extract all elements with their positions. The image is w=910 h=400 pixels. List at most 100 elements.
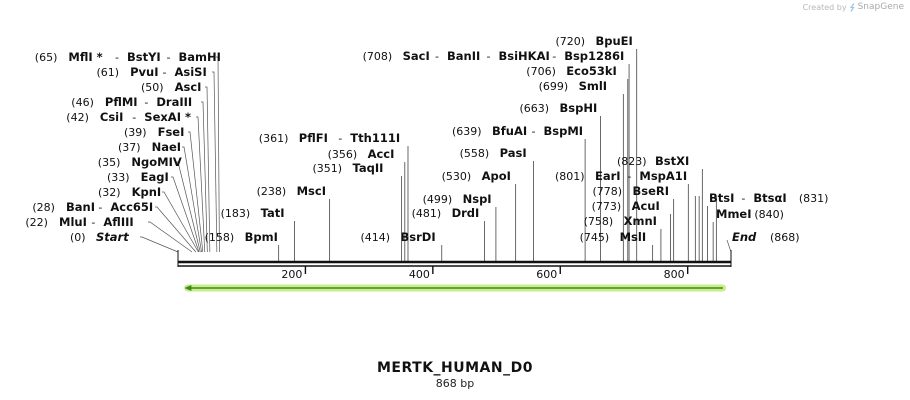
enzyme-name: AflIII	[103, 215, 133, 229]
enzyme-name: NaeI	[152, 140, 181, 154]
feature-arrow	[184, 284, 726, 292]
enzyme-name: BfuAI	[492, 124, 527, 138]
sequence-length: 868 bp	[435, 377, 475, 390]
enzyme-label-post-2: MmeI(840)	[716, 207, 784, 221]
enzyme-name: BstXI	[655, 154, 689, 168]
start-position: (0)	[70, 231, 86, 244]
snapgene-logo-icon	[849, 2, 855, 12]
enzyme-label-post-1: BtsI-BtsαI(831)	[709, 191, 828, 205]
enzyme-position: (50)	[141, 81, 164, 94]
enzyme-separator: -	[98, 201, 102, 214]
credit-prefix: Created by	[802, 2, 847, 12]
site-leader	[155, 206, 197, 253]
end-position: (868)	[770, 231, 800, 244]
enzyme-name: AccI	[368, 147, 395, 161]
enzyme-name: PasI	[500, 146, 527, 160]
enzyme-name: EarI	[595, 169, 621, 183]
axis-tick-label: 400	[409, 268, 430, 281]
enzyme-separator: -	[552, 50, 556, 63]
enzyme-name: PflFI	[299, 131, 328, 145]
enzyme-position: (356)	[328, 148, 358, 161]
site-leader	[188, 131, 204, 253]
site-leader	[196, 116, 206, 253]
enzyme-separator: -	[487, 50, 491, 63]
enzyme-label-mid-3: (361)PflFI-Tth111I	[259, 131, 400, 145]
enzyme-position: (65)	[35, 51, 58, 64]
site-leader	[182, 146, 202, 253]
enzyme-label-mid-14: (720) BpuEI	[556, 34, 633, 48]
enzyme-name: SacI	[403, 49, 430, 63]
enzyme-name: NgoMIV	[131, 155, 181, 169]
sequence-backbone	[177, 250, 732, 267]
enzyme-position: (158)	[205, 231, 235, 244]
enzyme-label-post-0: (823) BstXI	[617, 154, 689, 168]
enzyme-name: FseI	[158, 125, 185, 139]
enzyme-position: (840)	[754, 208, 784, 221]
enzyme-label-mid-16: (699)SmlI	[539, 79, 608, 93]
enzyme-position: (831)	[799, 192, 829, 205]
enzyme-name: SmlI	[579, 79, 608, 93]
enzyme-position: (639)	[452, 125, 482, 138]
enzyme-position: (22)	[25, 216, 48, 229]
enzyme-position: (37)	[118, 141, 141, 154]
enzyme-name: BspHI	[560, 101, 598, 115]
enzyme-position: (39)	[124, 126, 147, 139]
enzyme-name: BpmI	[245, 230, 278, 244]
credit-brand: SnapGene	[857, 2, 904, 12]
enzyme-name: MflI *	[68, 50, 102, 64]
enzyme-position: (778)	[593, 185, 623, 198]
enzyme-position: (823)	[617, 155, 647, 168]
enzyme-label-left-5: (39) FseI	[124, 125, 184, 139]
enzyme-name: BanI	[66, 200, 95, 214]
enzyme-name: NspI	[463, 192, 492, 206]
enzyme-label-left-11: (22) MluI-AflIII	[25, 215, 133, 229]
enzyme-label-mid-12: (663) BspHI	[520, 101, 598, 115]
enzyme-name: XmnI	[624, 214, 657, 228]
start-leader	[140, 236, 179, 253]
enzyme-separator: -	[741, 192, 745, 205]
enzyme-name: TatI	[261, 206, 285, 220]
end-label: End	[732, 230, 757, 244]
enzyme-name: TaqII	[353, 161, 384, 175]
enzyme-label-mid-0: (158) BpmI	[205, 230, 278, 244]
enzyme-position: (61)	[97, 66, 120, 79]
site-leader	[176, 161, 201, 253]
enzyme-position: (773)	[592, 200, 622, 213]
enzyme-label-left-8: (33)EagI	[107, 170, 169, 184]
enzyme-position: (530)	[442, 170, 472, 183]
enzyme-label-mid-4: (356) AccI	[328, 147, 395, 161]
enzyme-name: KpnI	[132, 185, 162, 199]
enzyme-name: MmeI	[716, 207, 752, 221]
enzyme-name: MluI	[59, 215, 87, 229]
enzyme-name: BtsαI	[753, 191, 786, 205]
enzyme-name: DraIII	[156, 95, 192, 109]
enzyme-name: BanII	[447, 49, 480, 63]
enzyme-name: BpuEI	[596, 34, 633, 48]
enzyme-position: (708)	[363, 50, 393, 63]
site-leader	[171, 176, 200, 253]
enzyme-label-left-4: (42)CsiI-SexAI *	[66, 110, 191, 124]
enzyme-name: BspMI	[544, 124, 584, 138]
enzyme-name: BsiHKAI	[499, 49, 550, 63]
enzyme-position: (758)	[584, 215, 614, 228]
site-leader	[162, 191, 199, 253]
enzyme-label-left-1: (61)PvuI-AsiSI	[97, 65, 207, 79]
enzyme-label-mid-19: (773)AcuI	[592, 199, 660, 213]
enzyme-label-left-10: (28)BanI-Acc65I	[32, 200, 153, 214]
feature-arrowhead	[184, 285, 192, 291]
enzyme-name: MscI	[297, 184, 326, 198]
enzyme-separator: -	[91, 216, 95, 229]
enzyme-name: CsiI	[100, 110, 124, 124]
enzyme-label-left-9: (32)KpnI	[98, 185, 161, 199]
site-leader	[212, 71, 218, 253]
enzyme-separator: -	[115, 51, 119, 64]
enzyme-label-mid-5: (351)TaqII	[313, 161, 384, 175]
enzyme-position: (238)	[257, 185, 287, 198]
enzyme-position: (663)	[520, 102, 550, 115]
site-leaders	[140, 49, 732, 261]
enzyme-position: (720)	[556, 35, 586, 48]
enzyme-label-mid-17: (801)EarI-MspA1I	[555, 169, 687, 183]
enzyme-separator: -	[532, 125, 536, 138]
axis-tick-label: 200	[281, 268, 302, 281]
